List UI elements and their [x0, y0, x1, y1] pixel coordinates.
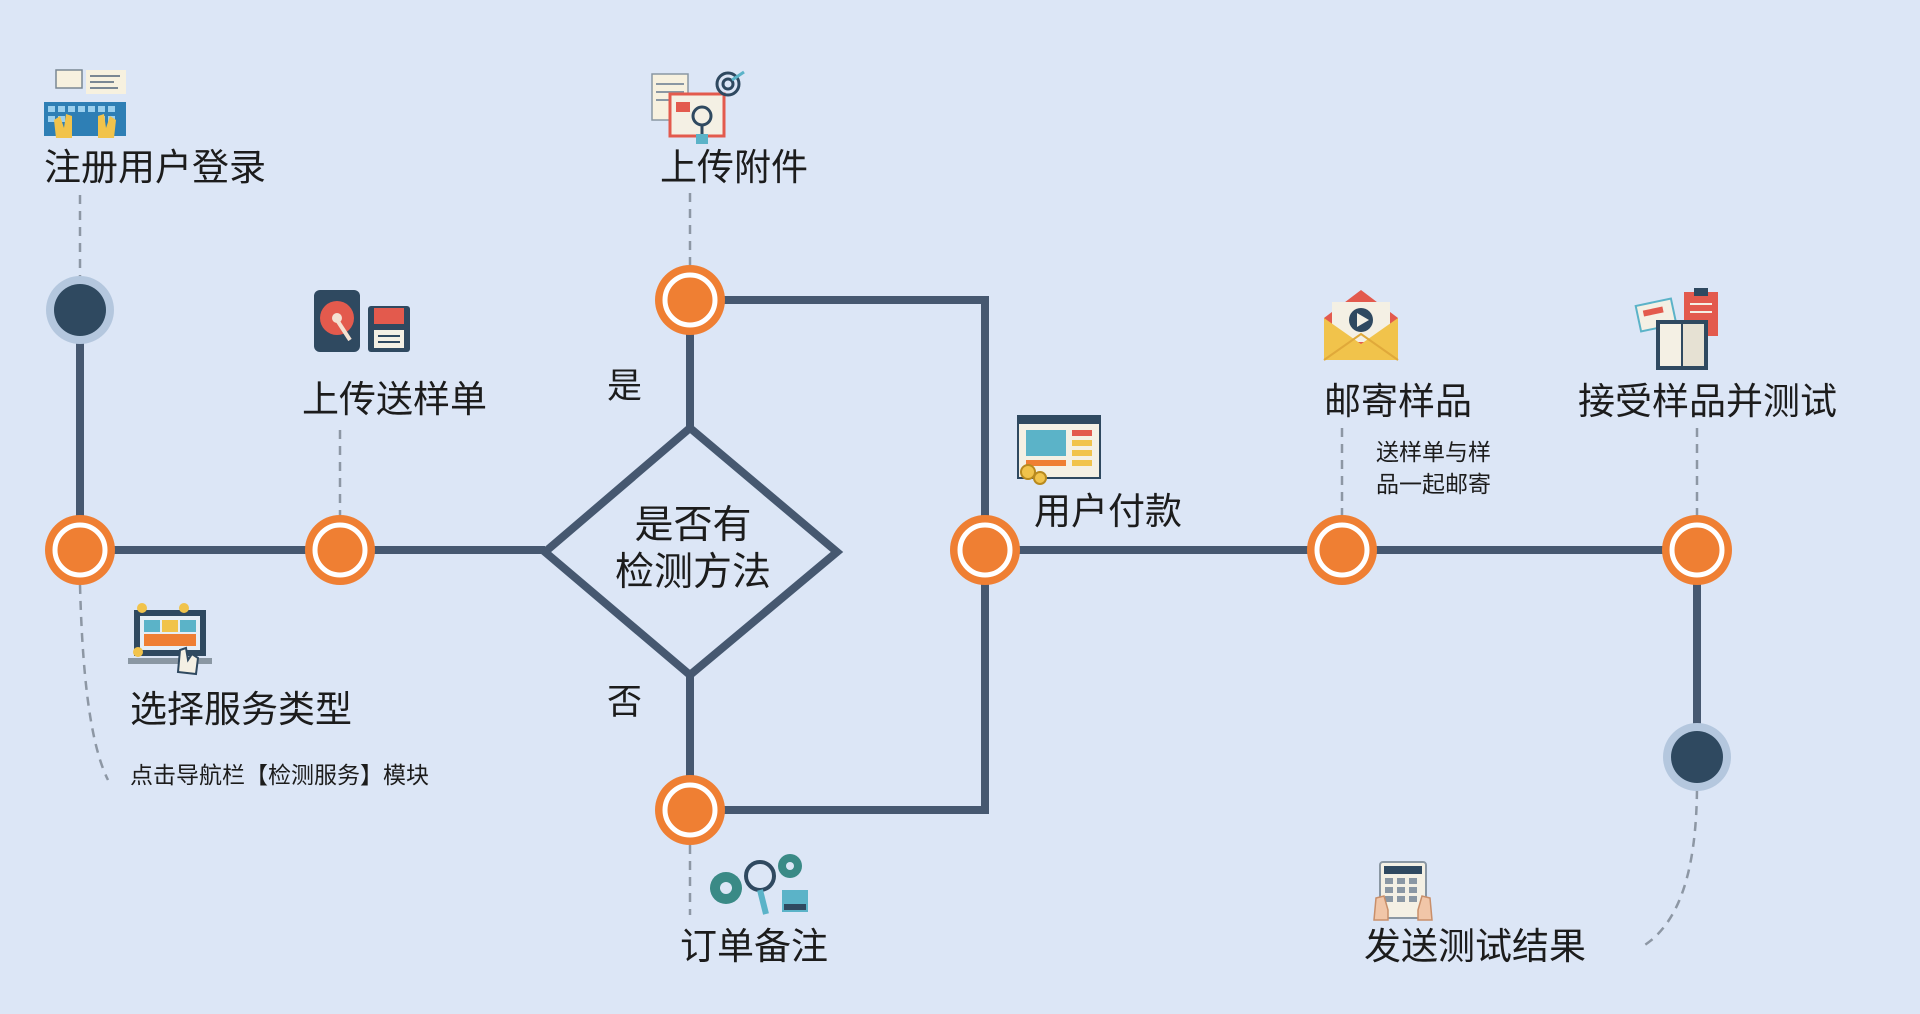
node-upload-attachment — [655, 265, 725, 335]
node-select-service — [45, 515, 115, 585]
node-accept-test — [1662, 515, 1732, 585]
connector-yes-branch — [686, 296, 989, 548]
decision-no-label: 否 — [607, 683, 643, 723]
node-order-note — [655, 775, 725, 845]
books-clipboard-icon — [1634, 288, 1718, 370]
hard-drive-floppy-icon — [314, 290, 410, 352]
keyboard-code-icon — [44, 69, 126, 138]
step-select-service-label: 选择服务类型 — [130, 688, 352, 731]
decision-diamond — [538, 422, 844, 681]
step-upload-form-label: 上传送样单 — [302, 378, 487, 421]
node-mail-sample — [1307, 515, 1377, 585]
step-upload-attachment-label: 上传附件 — [660, 146, 808, 189]
step-send-result-label: 发送测试结果 — [1364, 925, 1586, 968]
step-user-payment-label: 用户付款 — [1034, 490, 1182, 533]
website-payment-icon — [1017, 415, 1101, 485]
node-end — [1663, 723, 1731, 791]
step-mail-sample-note-line1: 送样单与样 — [1376, 440, 1491, 466]
connector-no-branch — [686, 548, 989, 814]
decision-question-line2: 检测方法 — [614, 550, 771, 595]
step-accept-test-label: 接受样品并测试 — [1578, 380, 1837, 423]
mail-envelope-icon — [1323, 290, 1399, 361]
step-mail-sample-note-line2: 品一起邮寄 — [1376, 472, 1491, 498]
step-order-note-label: 订单备注 — [680, 925, 828, 968]
decision-yes-label: 是 — [607, 367, 643, 407]
node-upload-form — [305, 515, 375, 585]
node-start — [46, 276, 114, 344]
leader-send-result — [1639, 789, 1699, 950]
step-select-service-note: 点击导航栏【检测服务】模块 — [130, 763, 429, 789]
node-user-payment — [950, 515, 1020, 585]
decision-question: 是否有 检测方法 — [587, 502, 799, 596]
browser-analytics-icon — [651, 70, 745, 144]
gears-magnifier-icon — [710, 854, 808, 915]
leader-select-service — [78, 584, 110, 781]
step-register-label: 注册用户登录 — [44, 146, 266, 189]
step-mail-sample-label: 邮寄样品 — [1324, 380, 1472, 423]
step-mail-sample-note: 送样单与样 品一起邮寄 — [1376, 437, 1491, 501]
decision-question-line1: 是否有 — [634, 503, 752, 548]
calculator-hands-icon — [1373, 861, 1433, 921]
pricing-laptop-icon — [128, 603, 212, 676]
